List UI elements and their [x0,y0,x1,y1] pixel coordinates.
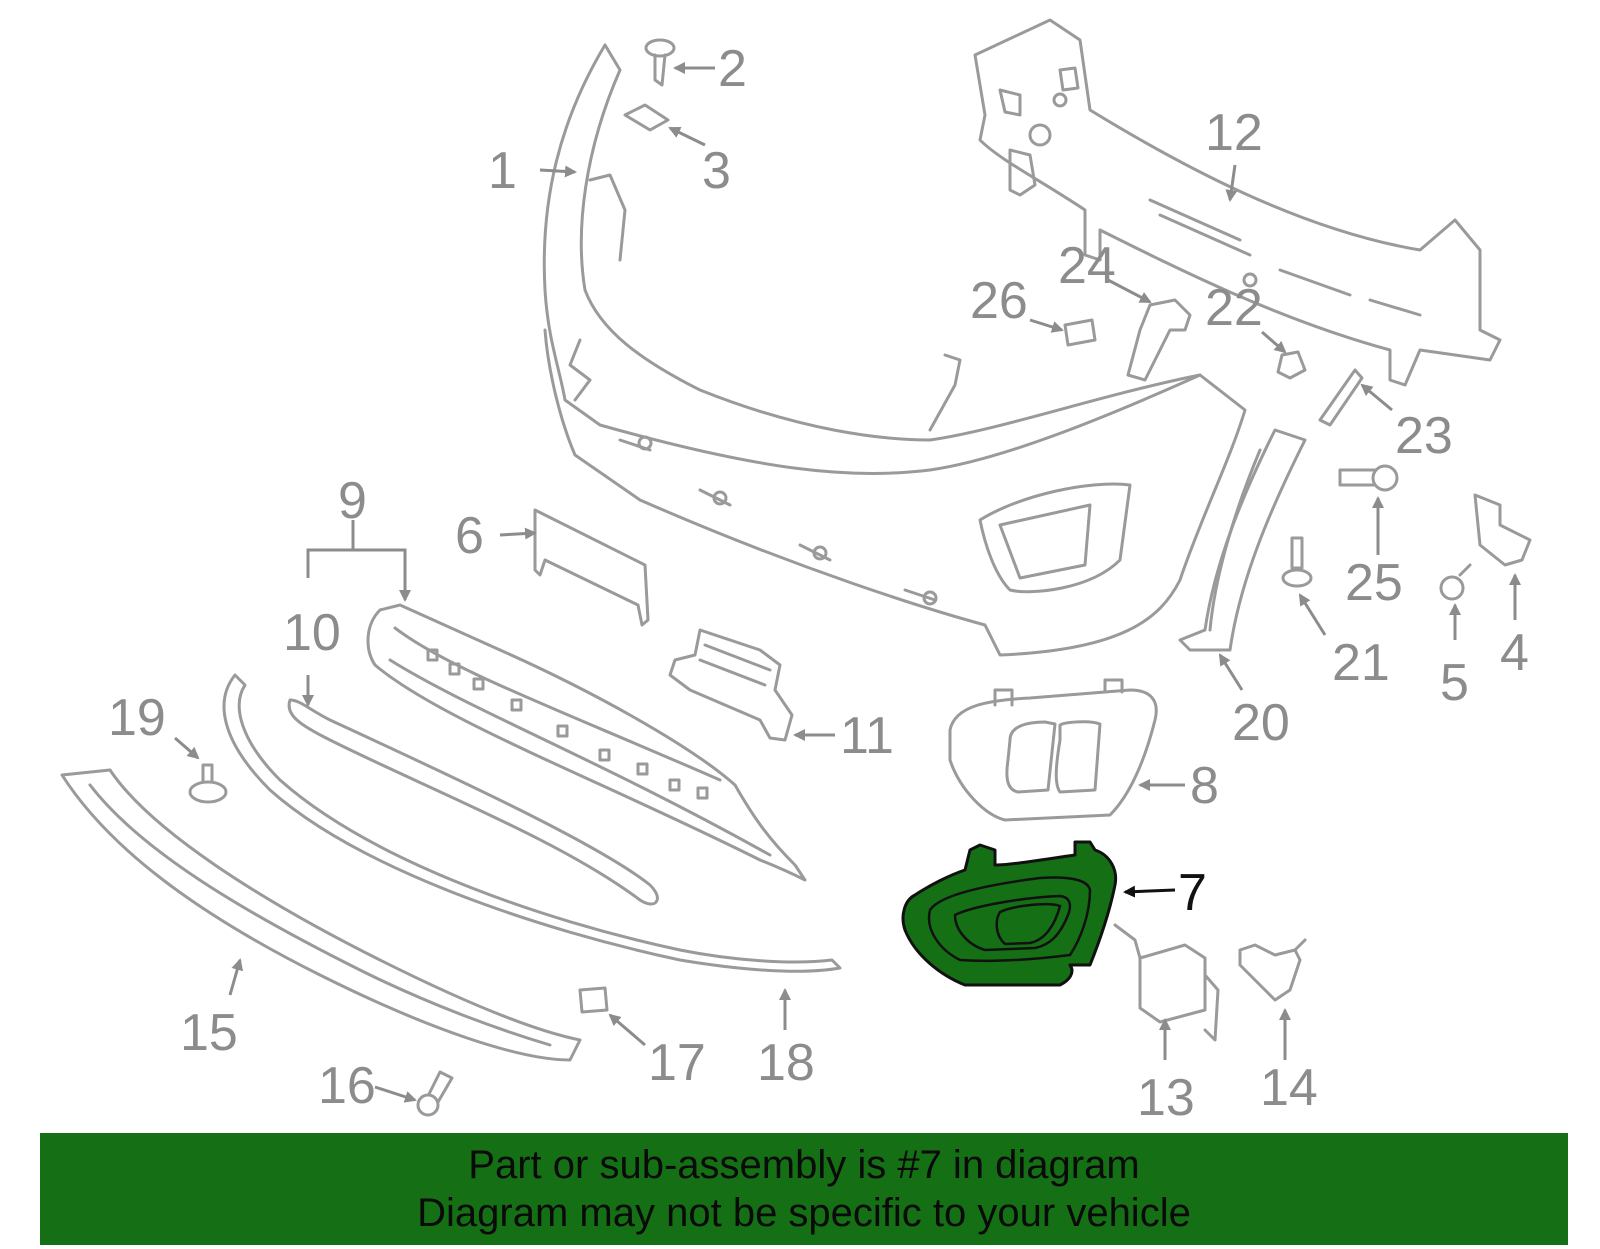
banner-line-disclaimer: Diagram may not be specific to your vehi… [417,1191,1191,1235]
callout-20: 20 [1232,694,1290,752]
part-10-trim-strip [287,698,659,906]
banner-line-part-number: Part or sub-assembly is #7 in diagram [468,1143,1140,1187]
callout-2: 2 [718,40,747,98]
callout-15: 15 [180,1004,238,1062]
part-12-reinforcement-beam [973,18,1502,387]
part-11-bracket [668,628,794,742]
info-banner: Part or sub-assembly is #7 in diagram Di… [40,1133,1568,1245]
callout-7: 7 [1178,864,1207,922]
callout-24: 24 [1058,237,1116,295]
leader-lines [174,62,1521,1103]
part-4-bracket [1473,493,1532,567]
callout-10: 10 [283,604,341,662]
part-5-nut [1439,563,1472,601]
part-14-bracket [1238,938,1307,1002]
callout-22: 22 [1205,279,1263,337]
part-1-bumper-cover [542,43,1247,657]
callout-14: 14 [1260,1059,1318,1117]
part-3-clip [623,103,670,132]
part-9-grille [366,603,807,882]
part-19-push-pin [188,763,228,804]
callout-21: 21 [1332,634,1390,692]
callout-23: 23 [1395,407,1453,465]
part-24-bracket [1126,298,1192,382]
part-7-fog-lamp-bezel [901,840,1118,987]
callout-19: 19 [108,689,166,747]
callout-9: 9 [338,472,367,530]
callout-1: 1 [488,142,517,200]
callout-12: 12 [1205,104,1263,162]
part-6-plate [533,508,650,627]
part-23-stud [1318,368,1364,427]
callout-4: 4 [1500,624,1529,682]
part-22-clip [1276,350,1307,380]
callout-3: 3 [702,142,731,200]
grille-openings [426,648,709,800]
part-25-bolt [1338,464,1399,492]
callout-labels: 1 2 3 4 5 6 7 8 9 10 11 12 13 14 15 16 1… [108,40,1529,1127]
callout-26: 26 [970,272,1028,330]
part-2-push-pin [644,38,676,87]
part-20-side-molding [1178,428,1307,652]
callout-17: 17 [648,1034,706,1092]
callout-18: 18 [757,1034,815,1092]
callout-16: 16 [318,1057,376,1115]
part-17-pad [578,986,609,1014]
callout-6: 6 [455,507,484,565]
part-16-bolt [416,1070,454,1117]
callout-11: 11 [840,707,894,765]
callout-8: 8 [1190,757,1219,815]
part-8-fog-lamp [948,678,1158,822]
part-21-bolt [1281,536,1313,588]
part-15-lower-valance [60,768,582,1062]
callout-13: 13 [1137,1069,1195,1127]
callout-5: 5 [1440,654,1469,712]
part-13-sensor [1113,923,1220,1042]
part-26-pad [1063,318,1097,347]
part-18-lower-trim [222,673,842,973]
callout-25: 25 [1345,554,1403,612]
